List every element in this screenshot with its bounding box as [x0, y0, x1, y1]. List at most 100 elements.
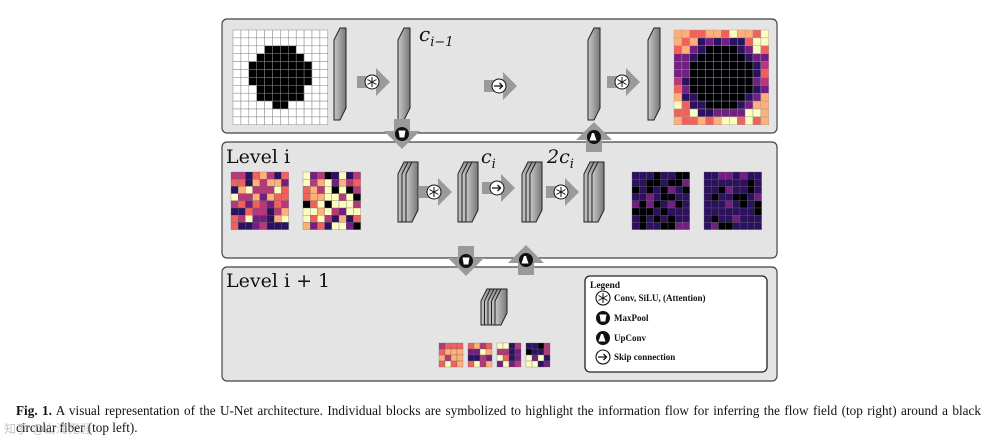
grid-cell — [256, 100, 265, 110]
grid-cell — [264, 61, 273, 70]
grid-cell — [725, 200, 733, 209]
grid-cell — [288, 116, 297, 126]
grid-cell — [681, 100, 691, 110]
grid-cell — [302, 200, 311, 209]
grid-cell — [295, 108, 305, 118]
grid-cell — [725, 186, 733, 194]
grid-cell — [631, 193, 640, 201]
grid-cell — [514, 342, 522, 350]
grid-cell — [681, 37, 691, 47]
grid-cell — [729, 108, 738, 118]
grid-cell — [737, 77, 746, 86]
grid-cell — [747, 222, 755, 230]
grid-cell — [245, 207, 253, 216]
grid-cell — [718, 186, 726, 194]
grid-cell — [256, 85, 265, 94]
grid-cell — [338, 215, 347, 223]
grid-cell — [274, 222, 282, 230]
grid-cell — [259, 200, 268, 209]
grid-cell — [338, 200, 347, 209]
grid-cell — [725, 179, 733, 187]
grid-cell — [310, 193, 318, 201]
grid-cell — [689, 53, 698, 62]
grid-cell — [697, 100, 706, 110]
grid-cell — [705, 61, 714, 70]
grid-cell — [302, 171, 311, 180]
grid-cell — [232, 45, 242, 54]
grid-cell — [240, 69, 250, 78]
grid-cell — [713, 116, 722, 126]
grid-cell — [760, 37, 770, 47]
grid-cell — [673, 45, 683, 54]
grid-cell — [737, 108, 746, 118]
grid-cell — [681, 116, 691, 126]
grid-cell — [754, 186, 762, 194]
grid-cell — [660, 222, 669, 230]
grid-cell — [681, 29, 691, 39]
grid-cell — [675, 222, 683, 230]
grid-cell — [531, 360, 539, 368]
grid-cell — [725, 222, 733, 230]
grid-cell — [346, 215, 354, 223]
grid-cell — [732, 215, 741, 223]
grid-cell — [675, 171, 683, 180]
grid-cell — [752, 77, 762, 86]
grid-cell — [646, 179, 654, 187]
grid-cell — [302, 222, 311, 230]
grid-cell — [256, 69, 265, 78]
watermark: 知乎 @山海无涯 — [4, 422, 92, 436]
grid-cell — [502, 360, 510, 368]
grid-cell — [703, 222, 712, 230]
figure-caption: Fig. 1. A visual representation of the U… — [16, 402, 981, 436]
grid-cell — [310, 207, 318, 216]
grid-cell — [256, 108, 265, 118]
grid-cell — [718, 207, 726, 216]
grid-cell — [537, 348, 545, 356]
grid-cell — [725, 207, 733, 216]
grid-cell — [689, 77, 698, 86]
grid-cell — [319, 45, 329, 54]
grid-cell — [444, 360, 452, 368]
grid-cell — [272, 108, 281, 118]
arrow-down — [448, 246, 484, 276]
grid-cell — [232, 61, 242, 70]
grid-cell — [760, 85, 770, 94]
grid-cell — [729, 116, 738, 126]
grid-cell — [346, 207, 354, 216]
grid-cell — [266, 207, 275, 216]
legend-label-conv: Conv, SiLU, (Attention) — [614, 293, 706, 303]
grid-cell — [747, 186, 755, 194]
skip-icon — [595, 349, 611, 365]
grid-cell — [248, 69, 257, 78]
grid-cell — [747, 200, 755, 209]
grid-cell — [721, 116, 730, 126]
grid-cell — [238, 179, 246, 187]
grid-cell — [667, 215, 676, 223]
grid-cell — [338, 207, 347, 216]
grid-cell — [718, 179, 726, 187]
grid-cell — [288, 77, 297, 86]
grid-cell — [653, 207, 661, 216]
grid-cell — [760, 53, 770, 62]
grid-cell — [232, 92, 242, 102]
arrow-right — [482, 174, 515, 202]
grid-cell — [631, 215, 640, 223]
channel-label-ci-minus-1: ci−1 — [419, 22, 454, 50]
grid-cell — [514, 360, 522, 368]
grid-cell — [737, 85, 746, 94]
grid-cell — [713, 69, 722, 78]
grid-cell — [681, 45, 691, 54]
grid-cell — [703, 171, 712, 180]
grid-cell — [248, 85, 257, 94]
grid-cell — [639, 179, 647, 187]
grid-cell — [760, 77, 770, 86]
grid-cell — [240, 85, 250, 94]
grid-cell — [752, 37, 762, 47]
grid-cell — [266, 186, 275, 194]
grid-cell — [721, 92, 730, 102]
grid-cell — [729, 29, 738, 39]
grid-cell — [473, 348, 481, 356]
grid-cell — [264, 108, 273, 118]
legend-label-upconv: UpConv — [614, 333, 647, 343]
grid-cell — [697, 61, 706, 70]
